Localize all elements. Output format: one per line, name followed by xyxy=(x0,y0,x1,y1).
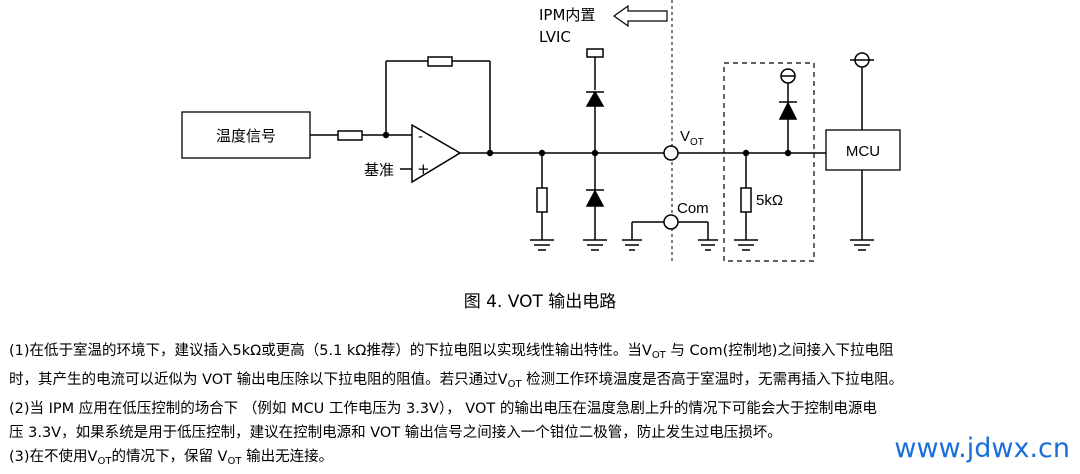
com-terminal xyxy=(663,214,679,230)
resistor-value-label: 5kΩ xyxy=(756,192,783,209)
lvic-label-line1: IPM内置 xyxy=(539,6,595,24)
note-1-line-2: 时，其产生的电流可以近似为 VOT 输出电压除以下拉电阻的阻值。若只通过VOT … xyxy=(9,372,904,390)
note-3: (3)在不使用VOT的情况下，保留 VOT 输出无连接。 xyxy=(9,449,334,467)
sensor-label: 温度信号 xyxy=(216,127,276,145)
reference-label: 基准 xyxy=(364,161,394,179)
lower-clamp-diode xyxy=(585,189,605,207)
note-1-line-1: (1)在低于室温的环境下，建议插入5kΩ或更高（5.1 kΩ推荐）的下拉电阻以实… xyxy=(9,343,894,361)
opamp-plus-label: + xyxy=(417,160,430,178)
feedback-resistor xyxy=(427,56,453,67)
note-2-line-1: (2)当 IPM 应用在低压控制的场合下 （例如 MCU 工作电压为 3.3V）… xyxy=(9,401,877,417)
notes-block: (1)在低于室温的环境下，建议插入5kΩ或更高（5.1 kΩ推荐）的下拉电阻以实… xyxy=(9,339,1074,474)
vot-terminal xyxy=(663,145,679,161)
opamp-symbol xyxy=(411,123,462,184)
external-pulldown-resistor xyxy=(740,187,752,213)
vot-output-circuit-diagram: IPM内置 LVIC 温度信号 基准 - + VOT Com 5kΩ MCU xyxy=(181,0,901,262)
lvic-direction-arrow xyxy=(612,4,668,28)
internal-pulldown-resistor xyxy=(536,187,548,213)
lvic-label-line2: LVIC xyxy=(539,28,571,46)
watermark: www.jdwx.cn xyxy=(894,433,1070,464)
mcu-label: MCU xyxy=(846,143,880,160)
upper-clamp-diode xyxy=(585,90,605,107)
mcu-block xyxy=(825,129,901,171)
note-2-line-2: 压 3.3V，如果系统是用于低压控制，建议在控制电源和 VOT 输出信号之间接入… xyxy=(9,425,782,441)
external-clamp-diode xyxy=(778,101,798,120)
internal-supply-terminal xyxy=(586,48,604,58)
figure-caption: 图 4. VOT 输出电路 xyxy=(463,292,617,312)
opamp-minus-label: - xyxy=(418,129,423,145)
input-resistor xyxy=(337,130,363,141)
vot-label: VOT xyxy=(680,128,704,148)
external-circuit-box xyxy=(723,62,815,262)
com-label: Com xyxy=(677,200,709,217)
